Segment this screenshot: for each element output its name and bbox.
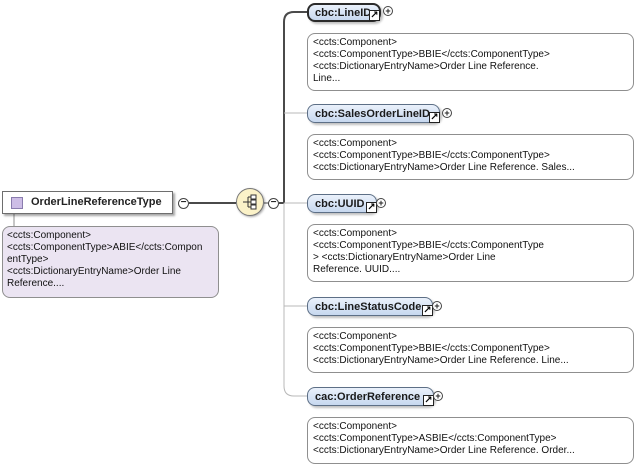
annotation-line: Reference. UUID....: [313, 264, 401, 275]
element-name: cbc:UUID: [315, 198, 365, 210]
element-name: cac:OrderReference: [315, 391, 421, 403]
annotation-line-status-code: <ccts:Component> <ccts:ComponentType>BBI…: [307, 327, 634, 373]
reference-link-icon[interactable]: ↗: [423, 395, 434, 406]
root-annotation: <ccts:Component> <ccts:ComponentType>ABI…: [2, 226, 219, 298]
annotation-line: <ccts:Component>: [313, 228, 397, 239]
annotation-line: > <ccts:DictionaryEntryName>Order Line: [313, 252, 496, 263]
element-order-reference[interactable]: cac:OrderReference ↗: [307, 387, 434, 406]
complex-type-name: OrderLineReferenceType: [31, 196, 162, 208]
element-name: cbc:LineStatusCode: [315, 301, 422, 313]
annotation-line: <ccts:DictionaryEntryName>Order Line Ref…: [313, 61, 539, 72]
annotation-order-reference: <ccts:Component> <ccts:ComponentType>ASB…: [307, 417, 634, 464]
sequence-compositor[interactable]: [236, 188, 264, 216]
annotation-line: <ccts:DictionaryEntryName>Order Line Ref…: [313, 445, 575, 456]
annotation-uuid: <ccts:Component> <ccts:ComponentType>BBI…: [307, 224, 634, 282]
expand-toggle-line-id[interactable]: +: [383, 6, 393, 16]
annotation-line: <ccts:ComponentType>BBIE</ccts:Component…: [313, 240, 544, 251]
annotation-line: <ccts:ComponentType>ASBIE</ccts:Componen…: [313, 433, 557, 444]
annotation-line: <ccts:ComponentType>BBIE</ccts:Component…: [313, 343, 550, 354]
complex-type-icon: [11, 197, 23, 209]
reference-link-icon[interactable]: ↗: [429, 112, 440, 123]
annotation-sales-order-line-id: <ccts:Component> <ccts:ComponentType>BBI…: [307, 134, 634, 180]
complex-type-box[interactable]: OrderLineReferenceType: [2, 191, 173, 214]
sequence-icon: [243, 194, 257, 210]
annotation-line: <ccts:DictionaryEntryName>Order Line Ref…: [313, 162, 575, 173]
reference-link-icon[interactable]: ↗: [366, 202, 377, 213]
annotation-line: <ccts:Component>: [313, 331, 397, 342]
annotation-line: <ccts:Component>: [313, 37, 397, 48]
annotation-line: entType>: [7, 254, 49, 265]
expand-toggle-order-reference[interactable]: +: [433, 391, 443, 401]
annotation-line: Reference....: [7, 278, 65, 289]
element-line-id[interactable]: cbc:LineID ↗: [307, 3, 381, 22]
annotation-line: <ccts:Component>: [313, 421, 397, 432]
annotation-line: <ccts:ComponentType>ABIE</ccts:Compon: [7, 242, 203, 253]
element-sales-order-line-id[interactable]: cbc:SalesOrderLineID ↗: [307, 104, 440, 123]
annotation-line: <ccts:Component>: [7, 230, 91, 241]
annotation-line: <ccts:ComponentType>BBIE</ccts:Component…: [313, 49, 550, 60]
annotation-line: Line...: [313, 73, 341, 84]
annotation-line: <ccts:DictionaryEntryName>Order Line: [7, 266, 181, 277]
reference-link-icon[interactable]: ↗: [422, 305, 433, 316]
element-line-status-code[interactable]: cbc:LineStatusCode ↗: [307, 297, 433, 316]
expand-toggle-sales-order-line-id[interactable]: +: [442, 108, 452, 118]
reference-link-icon[interactable]: ↗: [369, 10, 380, 21]
element-name: cbc:SalesOrderLineID: [315, 108, 430, 120]
expand-toggle-uuid[interactable]: +: [376, 198, 386, 208]
annotation-line-id: <ccts:Component> <ccts:ComponentType>BBI…: [307, 33, 634, 91]
annotation-line: <ccts:DictionaryEntryName>Order Line Ref…: [313, 355, 569, 366]
root-collapse-toggle[interactable]: −: [178, 198, 189, 209]
element-uuid[interactable]: cbc:UUID ↗: [307, 194, 377, 213]
annotation-line: <ccts:ComponentType>BBIE</ccts:Component…: [313, 150, 550, 161]
annotation-line: <ccts:Component>: [313, 138, 397, 149]
element-name: cbc:LineID: [315, 7, 372, 19]
expand-toggle-line-status-code[interactable]: +: [432, 301, 442, 311]
sequence-collapse-toggle[interactable]: −: [268, 198, 279, 209]
